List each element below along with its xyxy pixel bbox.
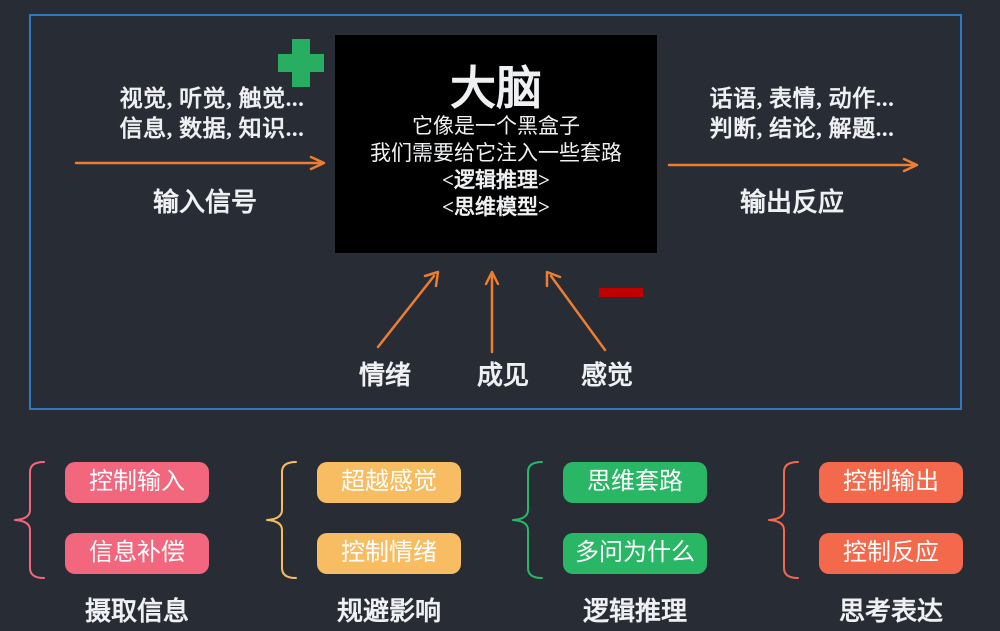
brace-icon bbox=[512, 461, 543, 579]
group-logical-reasoning: 思维套路 多问为什么 逻辑推理 bbox=[508, 455, 738, 630]
brain-line-1: 它像是一个黑盒子 bbox=[412, 114, 580, 138]
brace-icon bbox=[768, 461, 799, 579]
group-avoid-influence: 超越感觉 控制情绪 规避影响 bbox=[262, 455, 492, 630]
brain-title: 大脑 bbox=[450, 63, 542, 114]
interference-arrows-icon bbox=[376, 270, 607, 354]
chip-control-input: 控制输入 bbox=[65, 462, 209, 503]
group-label: 思考表达 bbox=[838, 597, 943, 626]
brain-box: 大脑 它像是一个黑盒子 我们需要给它注入一些套路 <逻辑推理> <思维模型> bbox=[335, 35, 657, 253]
chip-control-output: 控制输出 bbox=[819, 462, 963, 503]
chip-control-reaction: 控制反应 bbox=[819, 533, 963, 574]
input-line-1: 视觉, 听觉, 触觉... bbox=[119, 86, 305, 111]
group-think-express: 控制输出 控制反应 思考表达 bbox=[764, 455, 994, 630]
output-arrow-icon bbox=[667, 157, 919, 173]
interference-label-emotion: 情绪 bbox=[358, 361, 411, 390]
top-frame bbox=[29, 14, 962, 410]
plus-icon bbox=[278, 39, 324, 87]
brain-line-4: <思维模型> bbox=[442, 195, 550, 219]
input-arrow-icon bbox=[74, 155, 326, 171]
output-label: 输出反应 bbox=[739, 188, 844, 217]
brace-icon bbox=[14, 461, 45, 579]
chip-transcend-feeling: 超越感觉 bbox=[317, 462, 461, 503]
brain-line-2: 我们需要给它注入一些套路 bbox=[370, 141, 622, 165]
chip-thinking-patterns: 思维套路 bbox=[563, 462, 707, 503]
chip-control-emotion: 控制情绪 bbox=[317, 533, 461, 574]
chip-ask-why: 多问为什么 bbox=[563, 533, 707, 574]
output-line-2: 判断, 结论, 解题... bbox=[709, 116, 895, 141]
brace-icon bbox=[266, 461, 297, 579]
group-label: 逻辑推理 bbox=[582, 597, 687, 626]
group-label: 摄取信息 bbox=[84, 597, 189, 626]
minus-icon bbox=[599, 288, 643, 297]
group-label: 规避影响 bbox=[336, 597, 441, 626]
input-line-2: 信息, 数据, 知识... bbox=[119, 116, 305, 141]
output-line-1: 话语, 表情, 动作... bbox=[709, 86, 895, 111]
group-intake-info: 控制输入 信息补偿 摄取信息 bbox=[10, 455, 240, 630]
output-text-block: 话语, 表情, 动作... 判断, 结论, 解题... bbox=[672, 84, 932, 144]
brain-line-3: <逻辑推理> bbox=[442, 168, 550, 192]
chip-info-compensation: 信息补偿 bbox=[65, 533, 209, 574]
input-label: 输入信号 bbox=[152, 188, 257, 217]
interference-label-feeling: 感觉 bbox=[580, 361, 633, 390]
input-text-block: 视觉, 听觉, 触觉... 信息, 数据, 知识... bbox=[82, 84, 342, 144]
interference-label-prejudice: 成见 bbox=[476, 361, 529, 390]
